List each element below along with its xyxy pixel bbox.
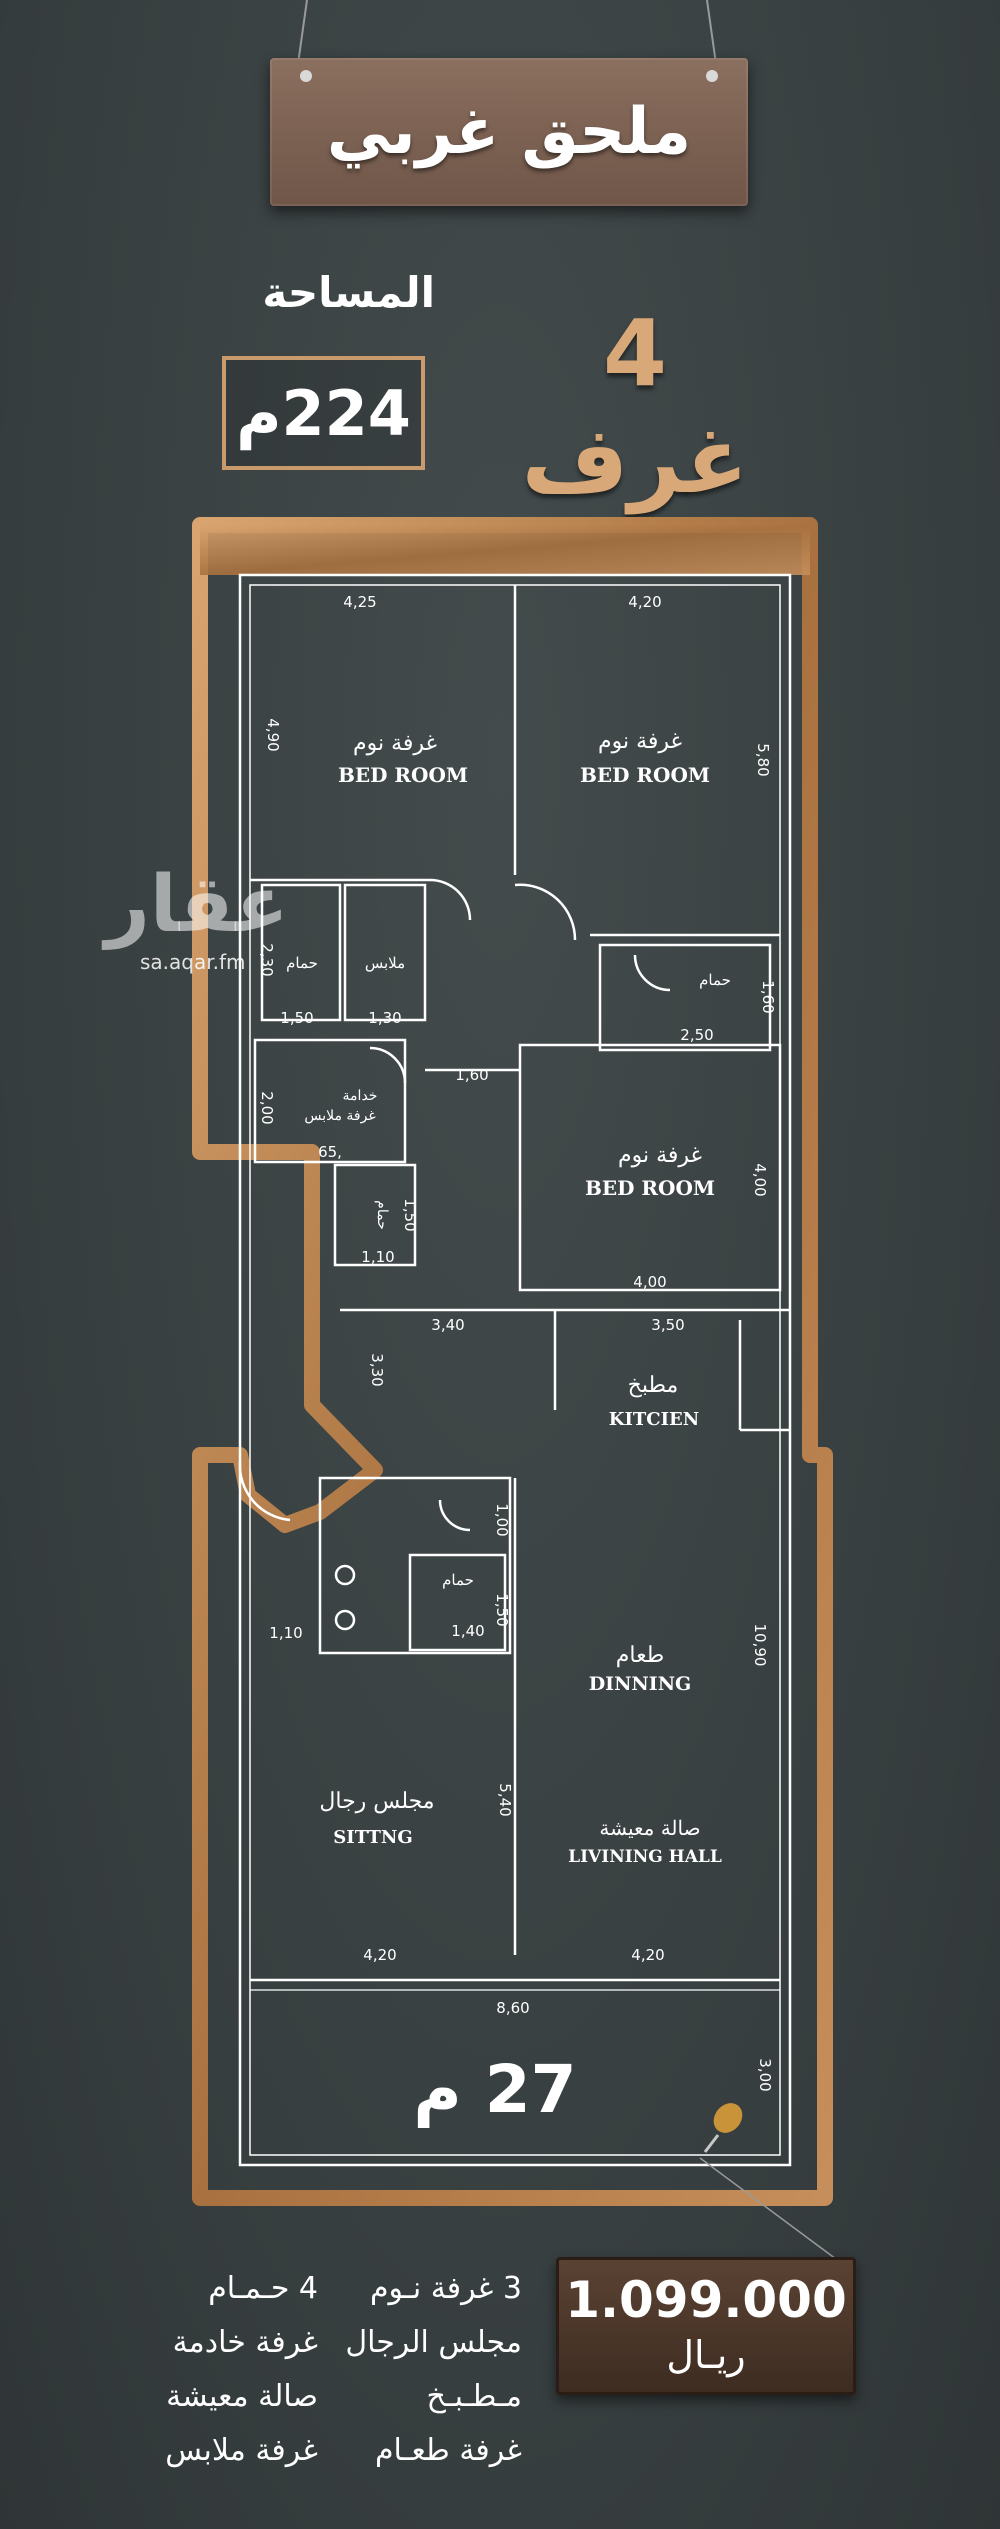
watermark-url: sa.aqar.fm bbox=[140, 950, 246, 974]
basin-2 bbox=[334, 1609, 356, 1631]
living-label-en: LIVINING HALL bbox=[568, 1847, 722, 1867]
roof-area-label: 27 م bbox=[413, 2051, 576, 2129]
living-label-ar: صالة معيشة bbox=[599, 1816, 700, 1840]
dim-1-60-v: 1,60 bbox=[759, 980, 777, 1013]
door-arc-3 bbox=[633, 954, 671, 992]
door-arc-1 bbox=[429, 878, 472, 921]
dim-3-00: 3,00 bbox=[756, 2058, 774, 2091]
pushpin-icon bbox=[699, 2103, 841, 2263]
feature-item: مجلس الرجال bbox=[345, 2325, 522, 2360]
dim-1-00: 1,00 bbox=[493, 1503, 511, 1536]
door-arc-6 bbox=[238, 1461, 291, 1522]
bedroom3-label-ar: غرفة نوم bbox=[618, 1143, 702, 1168]
dim-5-40: 5,40 bbox=[496, 1783, 514, 1816]
dim-2-30: 2,30 bbox=[258, 943, 276, 976]
outer-wall bbox=[192, 517, 833, 2206]
bath4-inner bbox=[408, 1553, 507, 1652]
price-currency: ريـال bbox=[666, 2333, 746, 2377]
dim-2-00: 2,00 bbox=[258, 1091, 276, 1124]
bath2-box bbox=[598, 943, 772, 1052]
feature-item: غرفة خادمة bbox=[172, 2325, 318, 2360]
maid-label-1: خدامة bbox=[343, 1088, 378, 1104]
maid-box bbox=[253, 1038, 407, 1164]
inner-border bbox=[238, 573, 792, 2167]
price-value: 1.099.000 bbox=[565, 2271, 847, 2329]
bedroom2-label-en: BED ROOM bbox=[580, 763, 710, 787]
dim-4-20-b: 4,20 bbox=[363, 1946, 396, 1964]
bedroom3-label-en: BED ROOM bbox=[585, 1176, 715, 1200]
closet-box bbox=[343, 883, 427, 1022]
bedroom2-label-ar: غرفة نوم bbox=[598, 729, 682, 754]
dim-10-90: 10,90 bbox=[751, 1624, 769, 1667]
basin-1 bbox=[334, 1564, 356, 1586]
area-box: 224م bbox=[222, 356, 425, 470]
dim-1-50-a: 1,50 bbox=[280, 1009, 313, 1027]
door-arc-4 bbox=[369, 1046, 407, 1084]
watermark-brand: عقار bbox=[105, 860, 289, 950]
dim-3-50: 3,50 bbox=[651, 1316, 684, 1334]
feature-item: صالة معيشة bbox=[166, 2379, 318, 2414]
dim-1-50-b: 1,50 bbox=[401, 1198, 419, 1231]
dim-1-40: 1,40 bbox=[451, 1622, 484, 1640]
bath3-box bbox=[333, 1163, 417, 1267]
dim-4-20-a: 4,20 bbox=[628, 593, 661, 611]
feature-item: غرفة طعـام bbox=[374, 2433, 522, 2468]
dim-65: 65, bbox=[318, 1143, 342, 1161]
dim-4-00-v: 4,00 bbox=[751, 1163, 769, 1196]
features-column-2: 4 حـمـام غرفة خادمة صالة معيشة غرفة ملاب… bbox=[138, 2262, 318, 2478]
dim-3-40: 3,40 bbox=[431, 1316, 464, 1334]
bedroom1-label-en: BED ROOM bbox=[338, 763, 468, 787]
closet-label: ملابس bbox=[365, 954, 405, 972]
dining-label-ar: طعام bbox=[616, 1643, 664, 1668]
bedroom1-label-ar: غرفة نوم bbox=[353, 731, 437, 756]
features-column-1: 3 غرفة نـوم مجلس الرجال مـطـبـخ غرفة طعـ… bbox=[342, 2262, 522, 2478]
title-sign: ملحق غربي bbox=[270, 58, 748, 206]
maid-label-2: غرفة ملابس bbox=[304, 1108, 375, 1124]
dim-1-30: 1,30 bbox=[368, 1009, 401, 1027]
dim-4-00-h: 4,00 bbox=[633, 1273, 666, 1291]
kitchen-label-ar: مطبخ bbox=[628, 1373, 679, 1398]
dim-5-80: 5,80 bbox=[754, 743, 772, 776]
rooms-headline: 4 غرف bbox=[521, 300, 749, 514]
feature-item: غرفة ملابس bbox=[165, 2433, 318, 2468]
page-title: ملحق غربي bbox=[326, 95, 692, 169]
dim-1-10-b: 1,10 bbox=[269, 1624, 302, 1642]
bath1-box bbox=[260, 883, 342, 1022]
bath1-label: حمام bbox=[286, 954, 318, 972]
sitting-label-en: SITTNG bbox=[333, 1827, 412, 1848]
price-box: 1.099.000 ريـال bbox=[556, 2257, 856, 2395]
dim-4-90: 4,90 bbox=[264, 718, 282, 751]
feature-item: مـطـبـخ bbox=[426, 2379, 522, 2414]
feature-item: 3 غرفة نـوم bbox=[369, 2271, 522, 2306]
area-label: المساحة bbox=[262, 268, 435, 317]
dim-1-50-c: 1,50 bbox=[493, 1593, 511, 1626]
dining-label-en: DINNING bbox=[589, 1673, 692, 1695]
dim-4-25: 4,25 bbox=[343, 593, 376, 611]
kitchen-label-en: KITCIEN bbox=[609, 1409, 699, 1430]
dim-3-30: 3,30 bbox=[368, 1353, 386, 1386]
top-wall-band bbox=[200, 525, 810, 575]
door-arc-5 bbox=[438, 1499, 471, 1532]
dim-2-50: 2,50 bbox=[680, 1026, 713, 1044]
feature-item: 4 حـمـام bbox=[208, 2271, 318, 2306]
door-arc-2 bbox=[514, 883, 577, 941]
sign-nail-left bbox=[300, 70, 312, 82]
bath4-label: حمام bbox=[442, 1571, 474, 1589]
dim-1-60-h: 1,60 bbox=[455, 1066, 488, 1084]
sign-nail-right bbox=[706, 70, 718, 82]
dim-1-10-a: 1,10 bbox=[361, 1248, 394, 1266]
area-value: 224م bbox=[236, 376, 411, 450]
bath4-outer bbox=[318, 1476, 512, 1655]
bath2-label: حمام bbox=[699, 971, 731, 989]
bath3-label: حمام bbox=[374, 1200, 390, 1230]
dim-4-20-c: 4,20 bbox=[631, 1946, 664, 1964]
dim-8-60: 8,60 bbox=[496, 1999, 529, 2017]
sitting-label-ar: مجلس رجال bbox=[319, 1789, 434, 1814]
bedroom3-box bbox=[518, 1043, 782, 1292]
